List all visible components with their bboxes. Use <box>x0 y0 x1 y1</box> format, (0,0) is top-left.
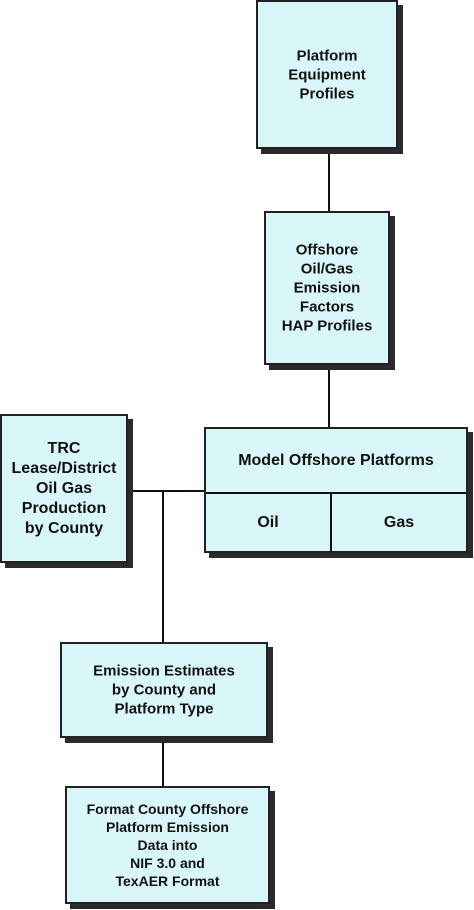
trc-production-box: TRC Lease/District Oil Gas Production by… <box>0 414 128 563</box>
format-line-4: NIF 3.0 and <box>130 855 205 871</box>
platform-equipment-profiles-text: Platform Equipment Profiles <box>258 46 396 103</box>
offshore-line-3: Emission <box>293 279 361 297</box>
trc-line-1: TRC <box>47 439 81 457</box>
offshore-line-2: Oil/Gas <box>300 260 354 278</box>
offshore-emission-factors-text: Offshore Oil/Gas Emission Factors HAP Pr… <box>266 241 388 336</box>
trc-line-2: Lease/District <box>11 459 117 477</box>
model-platforms-horizontal-divider <box>206 492 466 494</box>
platform-equipment-line-3: Profiles <box>299 85 355 102</box>
platform-equipment-profiles-box: Platform Equipment Profiles <box>256 0 398 149</box>
emission-estimates-box: Emission Estimates by County and Platfor… <box>60 642 268 738</box>
emission-estimates-line-2: by County and <box>111 681 217 699</box>
format-line-2: Platform Emission <box>106 819 229 835</box>
connector-estimates-to-format <box>162 738 164 786</box>
model-platforms-vertical-divider <box>330 494 332 551</box>
connector-offshore-to-model <box>328 365 330 427</box>
model-offshore-platforms-box: Model Offshore Platforms Oil Gas <box>204 427 468 553</box>
platform-equipment-line-1: Platform <box>296 47 358 64</box>
format-county-offshore-box: Format County Offshore Platform Emission… <box>65 786 270 904</box>
emission-estimates-line-3: Platform Type <box>114 700 214 718</box>
emission-estimates-text: Emission Estimates by County and Platfor… <box>62 662 266 719</box>
offshore-emission-factors-box: Offshore Oil/Gas Emission Factors HAP Pr… <box>264 211 390 365</box>
connector-trc-to-model <box>128 490 204 492</box>
trc-production-text: TRC Lease/District Oil Gas Production by… <box>2 439 126 539</box>
offshore-line-5: HAP Profiles <box>281 317 373 335</box>
format-line-3: Data into <box>137 837 198 853</box>
connector-branch-to-emission-estimates <box>162 490 164 642</box>
offshore-line-4: Factors <box>299 298 355 316</box>
format-line-1: Format County Offshore <box>86 801 249 817</box>
offshore-line-1: Offshore <box>295 241 359 259</box>
model-platforms-gas-cell: Gas <box>383 513 415 531</box>
connector-platform-to-offshore <box>328 149 330 211</box>
trc-line-5: by County <box>24 519 104 537</box>
model-offshore-platforms-title: Model Offshore Platforms <box>238 451 434 469</box>
trc-line-4: Production <box>21 499 107 517</box>
trc-line-3: Oil Gas <box>35 479 93 497</box>
format-county-offshore-text: Format County Offshore Platform Emission… <box>67 800 268 890</box>
platform-equipment-line-2: Equipment <box>288 66 366 83</box>
model-platforms-oil-cell: Oil <box>257 513 279 531</box>
emission-estimates-line-1: Emission Estimates <box>93 662 235 680</box>
format-line-5: TexAER Format <box>115 873 220 889</box>
